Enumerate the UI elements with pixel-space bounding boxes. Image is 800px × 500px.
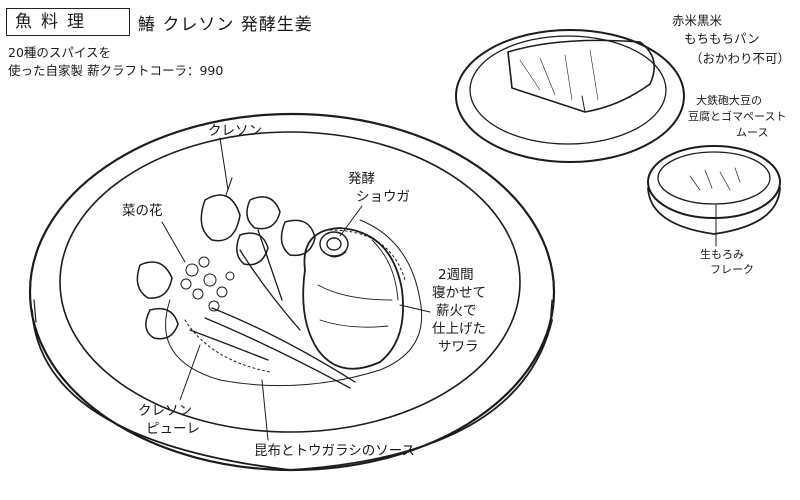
label-fish-line-1: 2週間 [438, 267, 474, 283]
fermented-ginger [319, 231, 349, 258]
label-ginger-line-1: 発酵 [348, 171, 375, 187]
dish-title: 鰆 クレソン 発酵生姜 [138, 15, 313, 35]
label-watercress: クレソン [208, 123, 262, 139]
label-fish-line-5: サワラ [438, 339, 479, 355]
bread-label-line-3: （おかわり不可） [690, 51, 791, 66]
bread-plate [455, 29, 685, 163]
watercress-leaves [136, 177, 316, 340]
sauce-pool [165, 219, 423, 387]
label-fish-line-3: 薪火で [436, 303, 477, 319]
drink-note-line-2: 使った自家製 薪クラフトコーラ：990 [8, 63, 224, 78]
stems [189, 229, 356, 389]
bowl-topping-line-1: 生もろみ [700, 248, 744, 261]
label-fish-line-4: 仕上げた [432, 321, 486, 337]
label-leaders [161, 137, 431, 441]
fish-fillet [302, 227, 404, 370]
main-plate [28, 112, 556, 472]
label-nanohana: 菜の花 [122, 203, 163, 219]
category-title: 魚料理 [6, 8, 130, 36]
bowl-topping-line-2: フレーク [710, 263, 754, 276]
bowl-label-line-1: 大鉄砲大豆の [696, 94, 762, 107]
bread-label-line-2: もちもちパン [684, 31, 760, 46]
label-fish-line-2: 寝かせて [432, 285, 486, 301]
label-puree-line-1: クレソン [138, 403, 192, 419]
mousse-bowl [647, 145, 781, 247]
bowl-label-line-3: ムース [736, 126, 769, 139]
label-puree-line-2: ピューレ [146, 421, 200, 437]
label-ginger-line-2: ショウガ [356, 189, 410, 205]
label-sauce: 昆布とトウガラシのソース [254, 443, 416, 459]
bread-label-line-1: 赤米黒米 [672, 13, 723, 28]
drink-note-line-1: 20種のスパイスを [8, 45, 112, 60]
bread-slice [507, 39, 656, 113]
bowl-label-line-2: 豆腐とゴマペースト [688, 110, 787, 123]
nanohana-cluster [180, 256, 235, 312]
